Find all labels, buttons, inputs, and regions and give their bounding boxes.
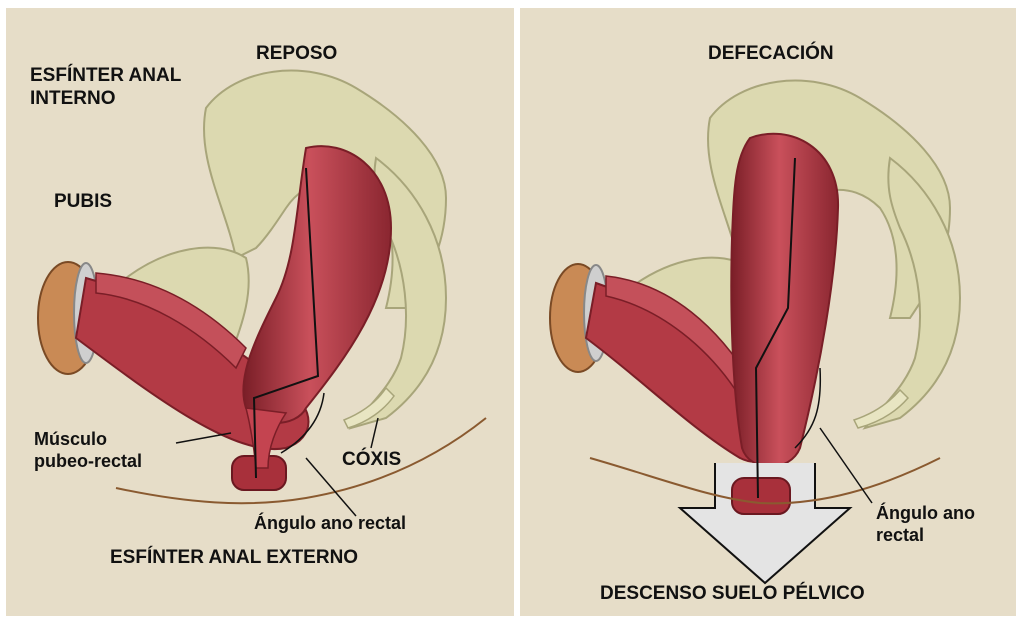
angle-leader (820, 428, 872, 503)
rectum (731, 134, 838, 467)
puborectal-label: Músculo pubeo-rectal (34, 428, 142, 472)
rest-panel: REPOSO ESFÍNTER ANAL INTERNO PUBIS Múscu… (6, 8, 514, 616)
coccyx-label: CÓXIS (342, 448, 401, 471)
pelvic-floor-descent-label: DESCENSO SUELO PÉLVICO (600, 582, 865, 605)
pubis-label: PUBIS (54, 190, 112, 213)
rest-anorectal-angle-label: Ángulo ano rectal (254, 512, 406, 534)
rest-title: REPOSO (256, 42, 337, 65)
internal-sphincter-label: ESFÍNTER ANAL INTERNO (30, 64, 181, 110)
defecation-panel: DEFECACIÓN Ángulo ano rectal (520, 8, 1016, 616)
external-sphincter-front (732, 478, 790, 514)
puborectal-leader (176, 433, 231, 443)
defecation-title: DEFECACIÓN (708, 42, 834, 65)
defecation-anorectal-angle-label: Ángulo ano rectal (876, 502, 975, 546)
external-sphincter-label: ESFÍNTER ANAL EXTERNO (110, 546, 358, 569)
